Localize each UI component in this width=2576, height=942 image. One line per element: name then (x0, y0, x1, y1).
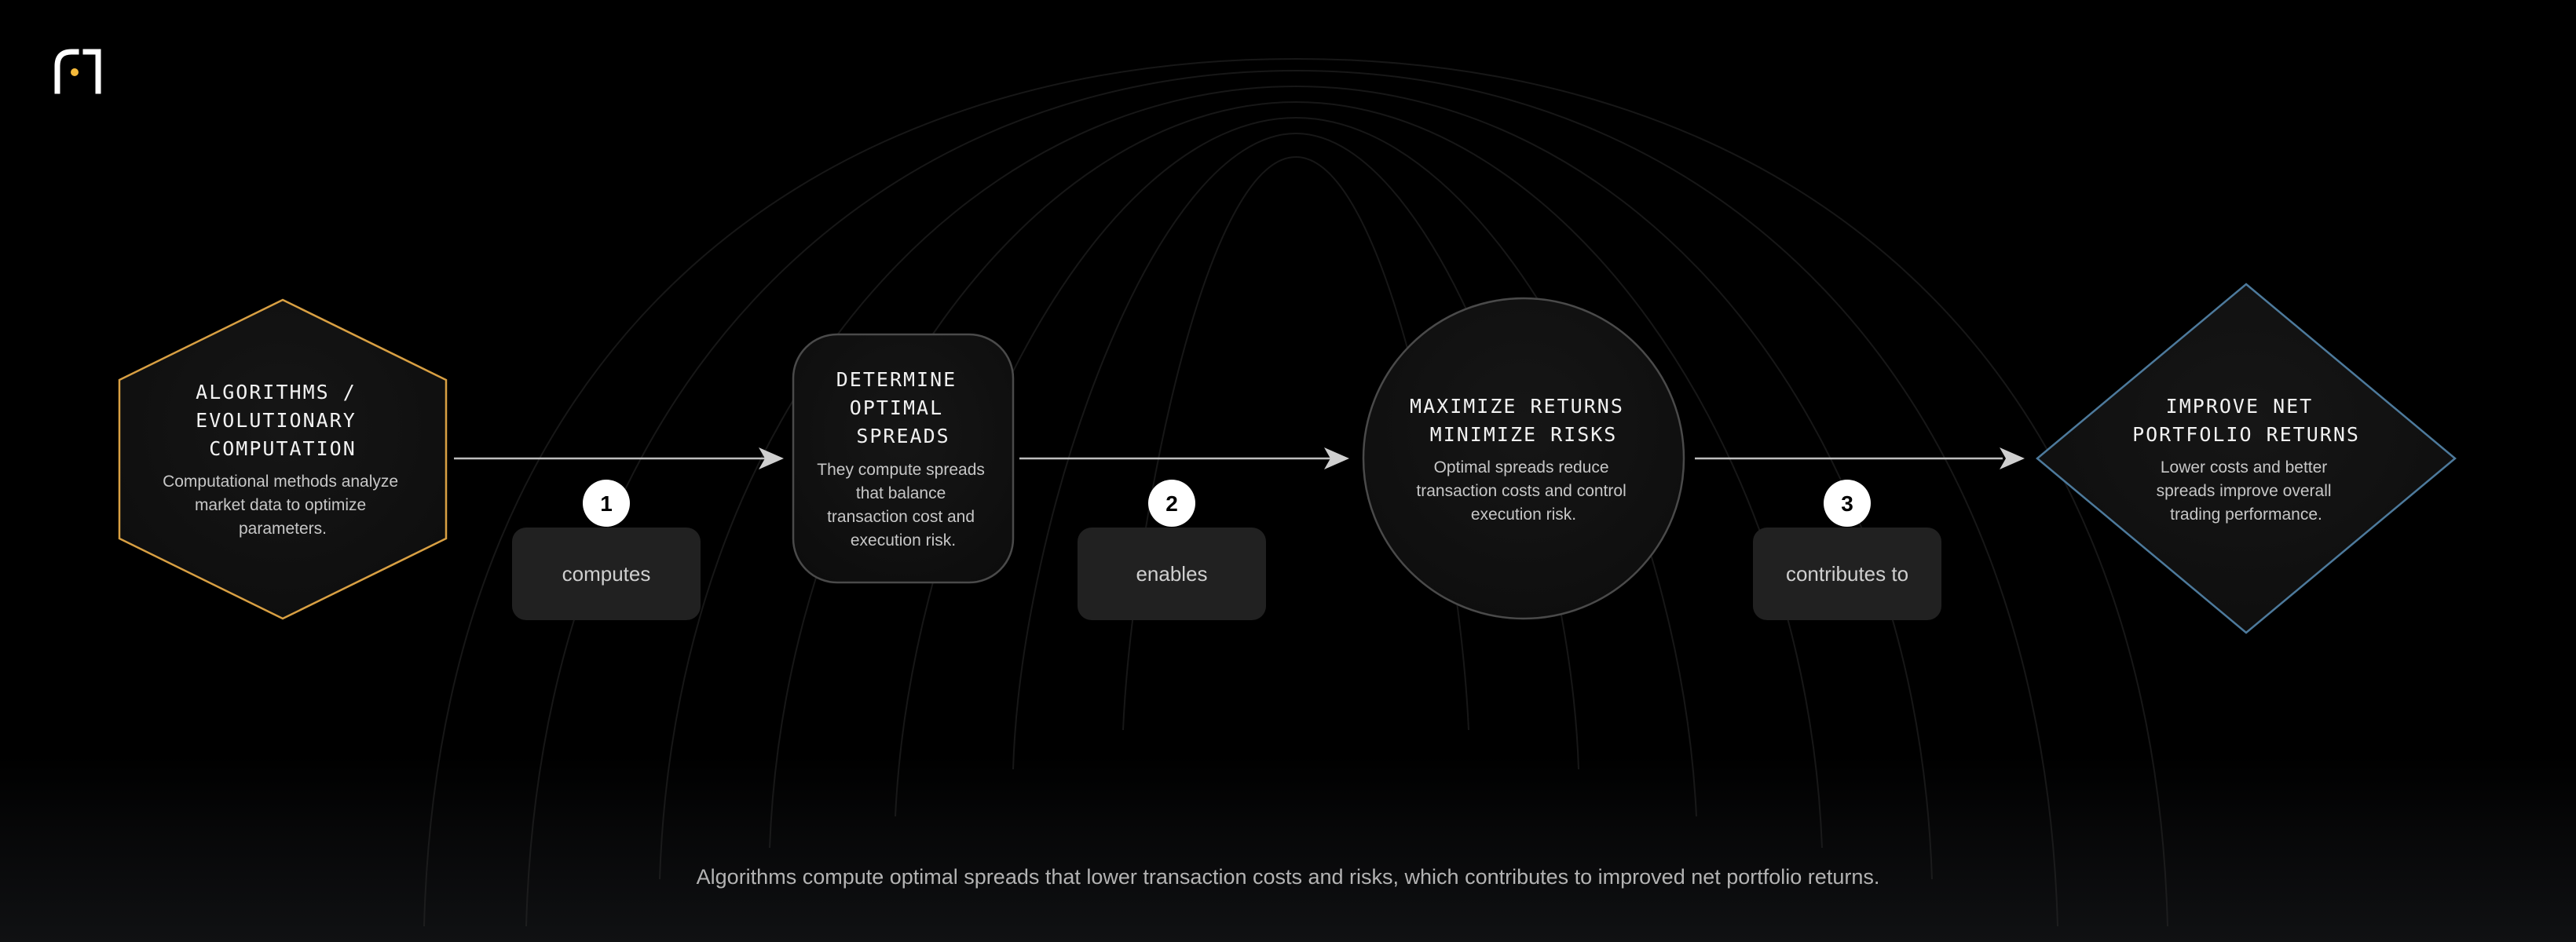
node-title: IMPROVE NET PORTFOLIO RETURNS (2132, 395, 2360, 446)
edge-label: computes (562, 562, 651, 586)
node-title: ALGORITHMS / EVOLUTIONARY COMPUTATION (196, 381, 370, 460)
diamond-shape (2036, 283, 2457, 634)
node-title: MAXIMIZE RETURNS MINIMIZE RISKS (1410, 395, 1637, 446)
arrowhead-2-icon (1324, 447, 1349, 469)
circle-shape (1362, 297, 1685, 620)
step-badge (1148, 480, 1195, 527)
background-arcs (423, 57, 2168, 927)
logo-accent-dot (71, 68, 79, 76)
edge-label-box (1078, 528, 1266, 620)
arrowhead-1-icon (759, 447, 784, 469)
edge-step-3: contributes to 3 (1753, 480, 1941, 620)
hexagon-shape (118, 298, 448, 620)
node-spreads: DETERMINE OPTIMAL SPREADS They compute s… (792, 333, 1015, 584)
edge-label: contributes to (1786, 562, 1908, 586)
node-returns: MAXIMIZE RETURNS MINIMIZE RISKS Optimal … (1362, 297, 1685, 620)
step-number: 2 (1165, 491, 1178, 516)
edge-label-box (512, 528, 701, 620)
step-badge (583, 480, 630, 527)
f1-logo-icon (54, 49, 101, 94)
node-description: Lower costs and better spreads improve o… (2157, 458, 2336, 524)
arrowheads (759, 447, 2025, 469)
node-description: Optimal spreads reduce transaction costs… (1416, 458, 1630, 524)
arrowhead-3-icon (2000, 447, 2025, 469)
node-portfolio: IMPROVE NET PORTFOLIO RETURNS Lower cost… (2036, 283, 2457, 634)
step-number: 3 (1841, 491, 1853, 516)
edge-label-box (1753, 528, 1941, 620)
edge-label: enables (1136, 562, 1207, 586)
node-description: They compute spreads that balance transa… (817, 461, 989, 550)
node-algorithms: ALGORITHMS / EVOLUTIONARY COMPUTATION Co… (118, 298, 448, 620)
edge-step-1: computes 1 (512, 480, 701, 620)
footer-caption: Algorithms compute optimal spreads that … (697, 865, 1880, 889)
node-description: Computational methods analyze market dat… (163, 473, 403, 538)
step-badge (1824, 480, 1871, 527)
step-number: 1 (600, 491, 613, 516)
edge-step-2: enables 2 (1078, 480, 1266, 620)
rounded-rect-shape (792, 333, 1015, 584)
node-title: DETERMINE OPTIMAL SPREADS (836, 368, 971, 447)
